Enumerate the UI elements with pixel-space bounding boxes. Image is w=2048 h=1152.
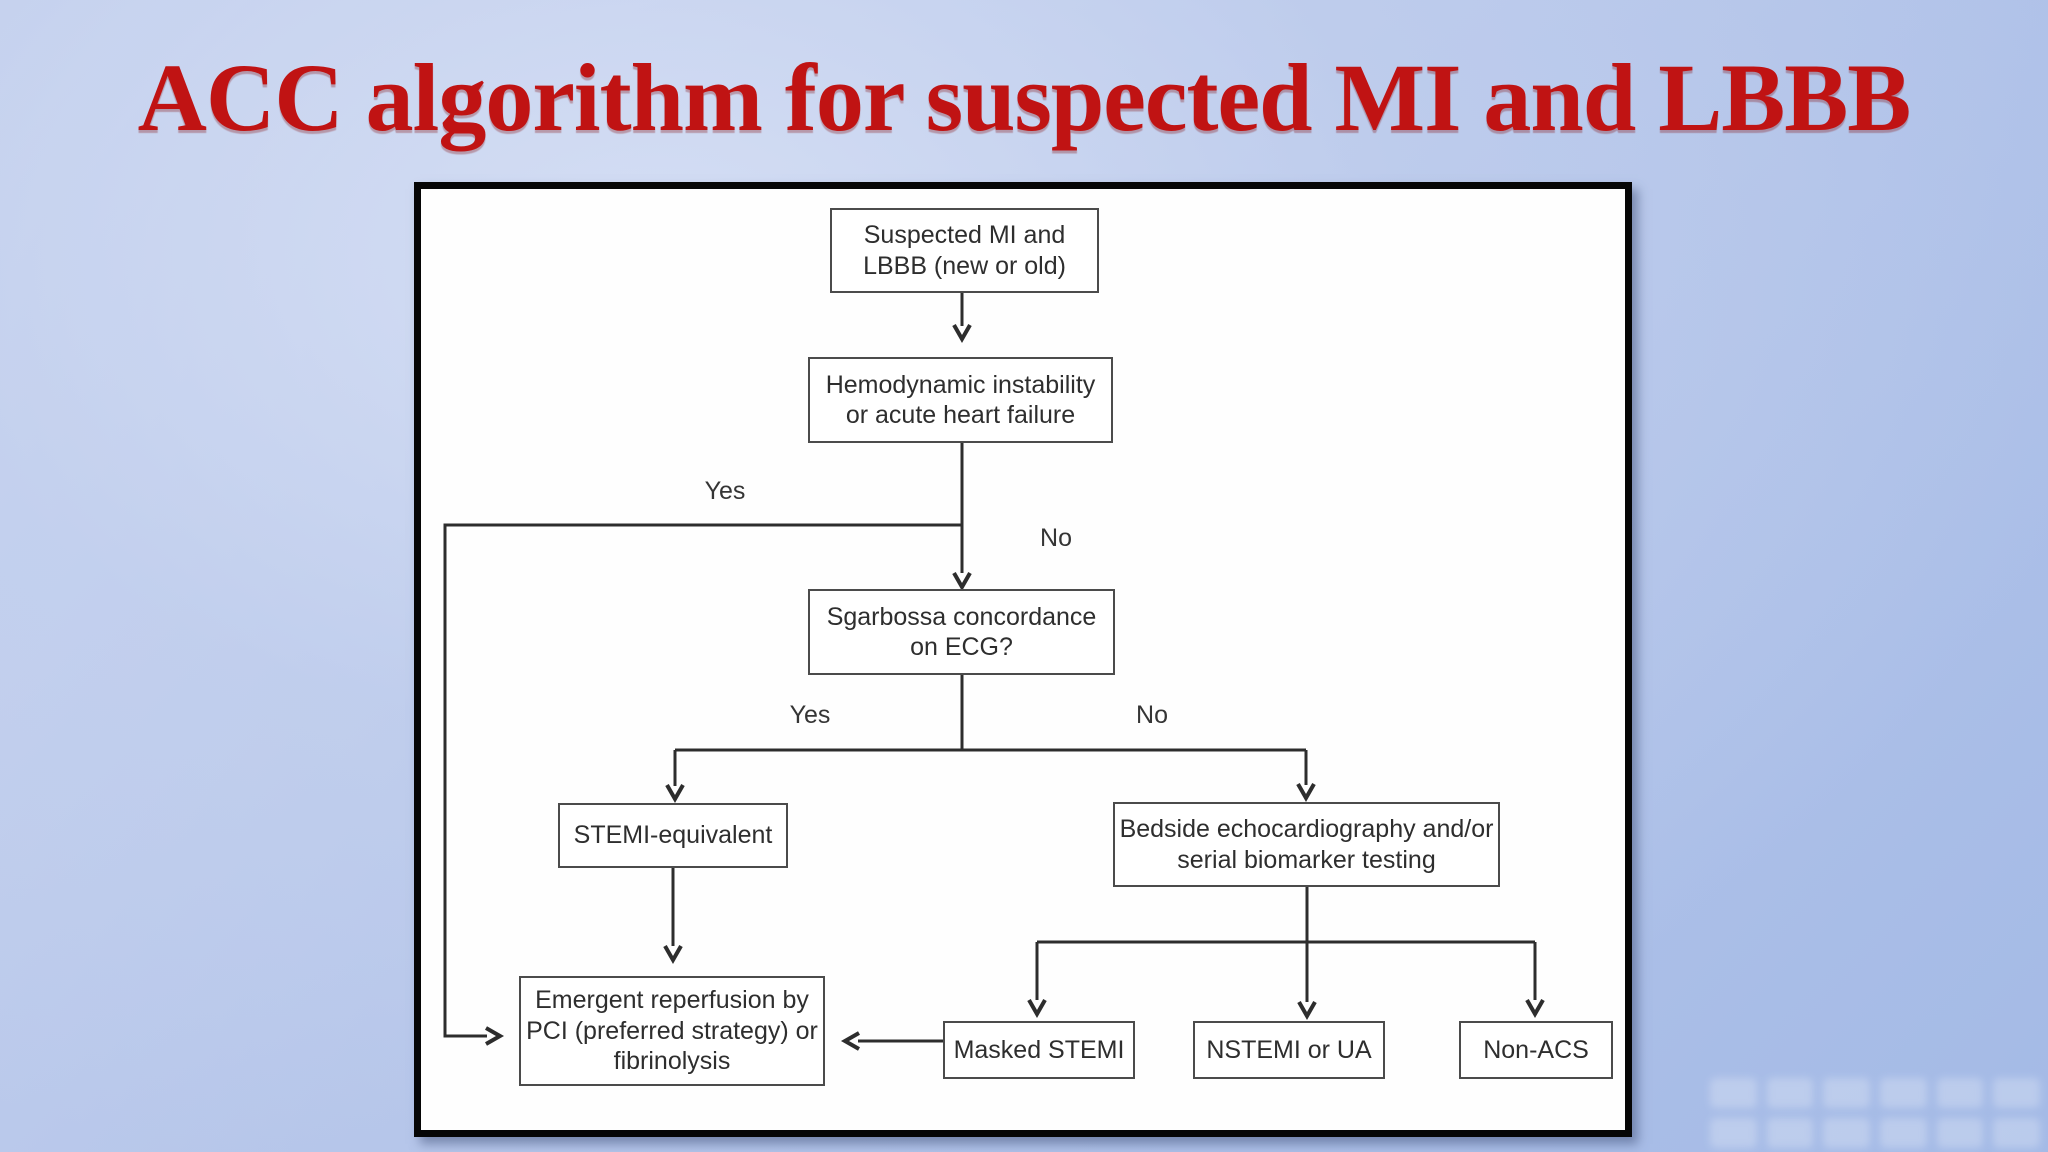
edge-label-hemodynamic-no: No xyxy=(1040,524,1072,552)
node-stemi-equivalent: STEMI-equivalent xyxy=(558,803,788,868)
node-nstemi-or-ua: NSTEMI or UA xyxy=(1193,1021,1385,1079)
node-hemodynamic-instability: Hemodynamic instability or acute heart f… xyxy=(808,357,1113,443)
edge-sgarbossa-branch xyxy=(665,675,1316,804)
page-title: ACC algorithm for suspected MI and LBBB xyxy=(137,44,1912,151)
edge-label-sgarbossa-no: No xyxy=(1136,701,1168,729)
node-masked-stemi: Masked STEMI xyxy=(943,1021,1135,1079)
flowchart-panel: Suspected MI and LBBB (new or old) Hemod… xyxy=(414,182,1632,1137)
node-emergent-reperfusion: Emergent reperfusion by PCI (preferred s… xyxy=(519,976,825,1086)
watermark-pattern xyxy=(1702,1074,2048,1152)
node-sgarbossa-concordance: Sgarbossa concordance on ECG? xyxy=(808,589,1115,675)
node-non-acs: Non-ACS xyxy=(1459,1021,1613,1079)
edge-stemi-to-emergent xyxy=(663,868,683,965)
node-bedside-echo-biomarker: Bedside echocardiography and/or serial b… xyxy=(1113,802,1500,887)
edge-masked-to-emergent xyxy=(840,1031,943,1051)
edge-hemodynamic-no-to-sgarbossa xyxy=(952,443,972,592)
edge-label-sgarbossa-yes: Yes xyxy=(789,701,831,729)
node-suspected-mi-lbbb: Suspected MI and LBBB (new or old) xyxy=(830,208,1099,293)
edge-bedside-branch xyxy=(1027,887,1545,1021)
edge-suspected-to-hemodynamic xyxy=(952,293,972,344)
flowchart-connectors xyxy=(443,293,1545,1051)
edge-label-hemodynamic-yes: Yes xyxy=(704,477,746,505)
edge-hemodynamic-yes-to-emergent xyxy=(443,523,962,1046)
